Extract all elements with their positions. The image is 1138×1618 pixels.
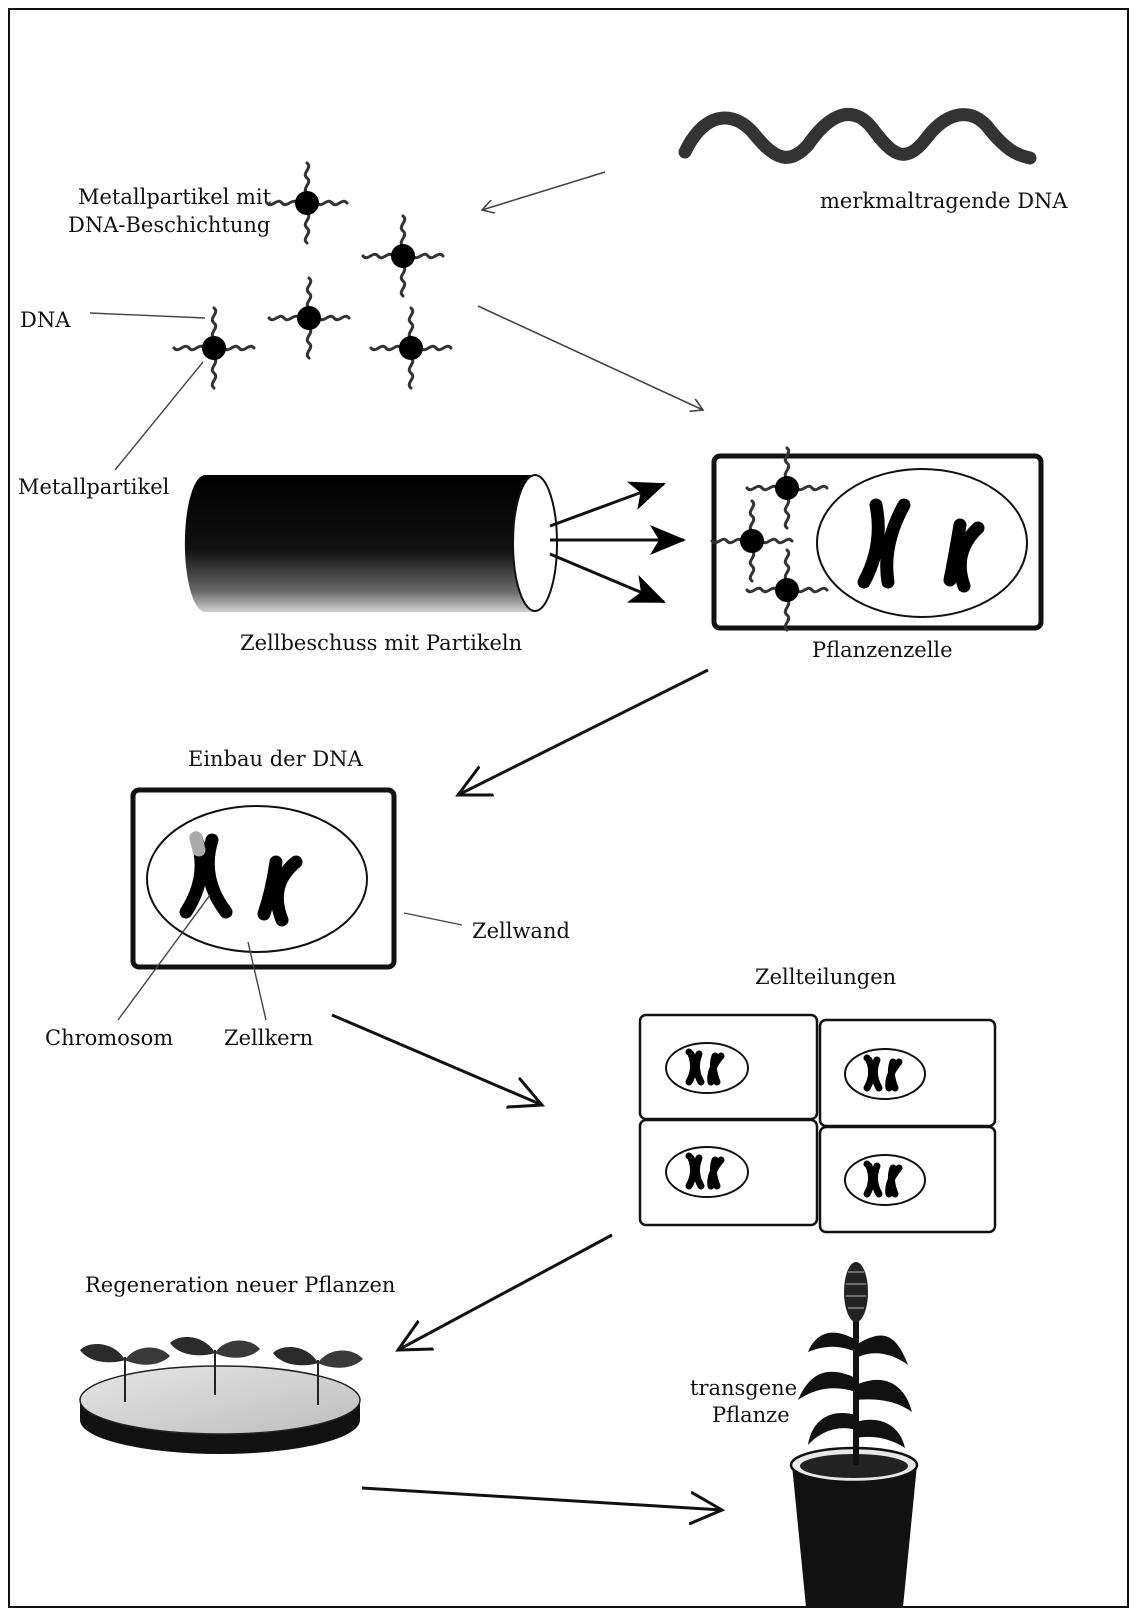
label-cell-wall: Zellwand: [472, 919, 570, 943]
shot-arrow-1: [549, 481, 666, 528]
arrow-regeneration-to-plant: [361, 1486, 722, 1510]
integration-chromosomes: [179, 831, 303, 927]
leader-metal-particle: [114, 361, 204, 471]
leader-cell-wall: [403, 912, 463, 926]
shot-arrow-3: [549, 552, 666, 604]
arrow-integration-to-divisions: [331, 1013, 542, 1105]
arrow-dna-to-particles: [482, 171, 606, 210]
coated-particle-5: [369, 306, 453, 390]
leader-nucleus: [247, 941, 267, 1021]
label-plant-cell: Pflanzenzelle: [812, 638, 953, 662]
divided-cells: [638, 1013, 997, 1234]
page-frame: [8, 8, 1129, 1608]
transgenic-corn-plant: [789, 1262, 919, 1607]
arrow-particles-to-cell: [477, 305, 703, 410]
coated-particle-1: [265, 161, 349, 245]
label-dna-integration: Einbau der DNA: [188, 747, 364, 771]
leader-chromosome: [117, 894, 211, 1021]
label-cell-divisions: Zellteilungen: [755, 965, 896, 989]
label-coated-particle-2: DNA-Beschichtung: [68, 213, 270, 237]
arrow-divisions-to-regeneration: [398, 1233, 613, 1350]
plant-cell-chromosomes: [857, 498, 985, 593]
label-dna: DNA: [20, 308, 71, 332]
label-metal-particle: Metallpartikel: [18, 475, 170, 499]
label-trait-dna: merkmaltragende DNA: [820, 189, 1068, 213]
coated-particle-3: [267, 276, 351, 360]
label-transgenic-plant-1: transgene: [690, 1376, 797, 1400]
petri-dish: [79, 1365, 361, 1454]
coated-particle-2: [361, 214, 445, 298]
integration-nucleus: [146, 805, 368, 953]
label-coated-particle-1: Metallpartikel mit: [78, 185, 272, 209]
label-regeneration: Regeneration neuer Pflanzen: [85, 1273, 395, 1297]
particle-gun-cylinder: [184, 474, 558, 612]
arrow-cell-to-integration: [458, 668, 709, 795]
coated-particle-4: [172, 306, 256, 390]
label-transgenic-plant-2: Pflanze: [712, 1403, 790, 1427]
label-nucleus: Zellkern: [224, 1026, 313, 1050]
trait-dna-strand: [678, 108, 1037, 165]
label-chromosome: Chromosom: [45, 1026, 173, 1050]
label-bombardment: Zellbeschuss mit Partikeln: [240, 631, 522, 655]
plant-cell-nucleus: [816, 468, 1028, 618]
leader-dna: [89, 312, 206, 319]
